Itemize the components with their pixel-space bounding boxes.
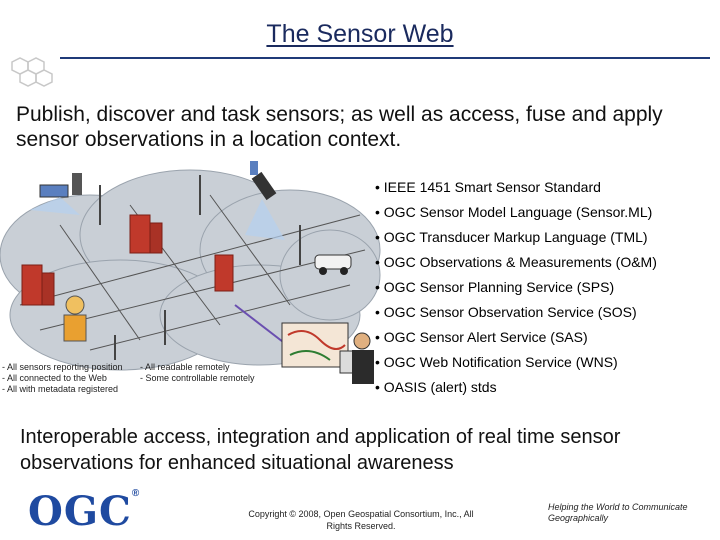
ogc-logo: OGC® <box>28 488 140 535</box>
map-display-icon <box>281 322 349 368</box>
legend-left: - All sensors reporting position - All c… <box>2 362 137 395</box>
title-divider <box>60 57 710 59</box>
slide-tagline: Interoperable access, integration and ap… <box>20 426 621 474</box>
list-item: • OGC Sensor Observation Service (SOS) <box>375 304 637 320</box>
legend-item: - All with metadata registered <box>2 384 119 394</box>
building-icon-2 <box>21 264 55 306</box>
building-icon-1 <box>129 214 163 254</box>
legend-item: - All connected to the Web <box>2 373 107 383</box>
satellite-right-icon <box>245 161 285 240</box>
logo-text: OGC <box>28 488 132 535</box>
slide-subtitle: Publish, discover and task sensors; as w… <box>16 103 663 151</box>
list-item: • OGC Sensor Model Language (Sensor.ML) <box>375 204 653 220</box>
legend-item: - Some controllable remotely <box>140 373 255 383</box>
list-item: • OGC Web Notification Service (WNS) <box>375 354 618 370</box>
network-links <box>19 194 366 351</box>
list-item: • OGC Observations & Measurements (O&M) <box>375 254 657 270</box>
legend-right: - All readable remotely - Some controlla… <box>140 362 275 384</box>
satellite-left-icon <box>30 173 82 215</box>
sensor-web-illustration <box>0 161 381 384</box>
hexagon-decoration-icon <box>11 57 53 87</box>
registered-mark: ® <box>131 488 141 499</box>
list-item: • OASIS (alert) stds <box>375 379 497 395</box>
list-item: • IEEE 1451 Smart Sensor Standard <box>375 179 601 195</box>
copyright-text: Copyright © 2008, Open Geospatial Consor… <box>248 509 474 531</box>
person-icon <box>63 295 87 342</box>
slide-title: The Sensor Web <box>266 20 454 48</box>
operator-icon <box>339 332 374 384</box>
building-icon-3 <box>214 254 234 292</box>
vehicle-icon <box>314 254 352 275</box>
list-item: • OGC Sensor Alert Service (SAS) <box>375 329 588 345</box>
legend-item: - All readable remotely <box>140 362 230 372</box>
standards-list: • IEEE 1451 Smart Sensor Standard • OGC … <box>375 175 720 400</box>
legend-item: - All sensors reporting position <box>2 362 123 372</box>
sensor-pole-icons <box>99 175 301 360</box>
list-item: • OGC Transducer Markup Language (TML) <box>375 229 648 245</box>
list-item: • OGC Sensor Planning Service (SPS) <box>375 279 615 295</box>
motto-text: Helping the World to Communicate Geograp… <box>548 502 688 523</box>
